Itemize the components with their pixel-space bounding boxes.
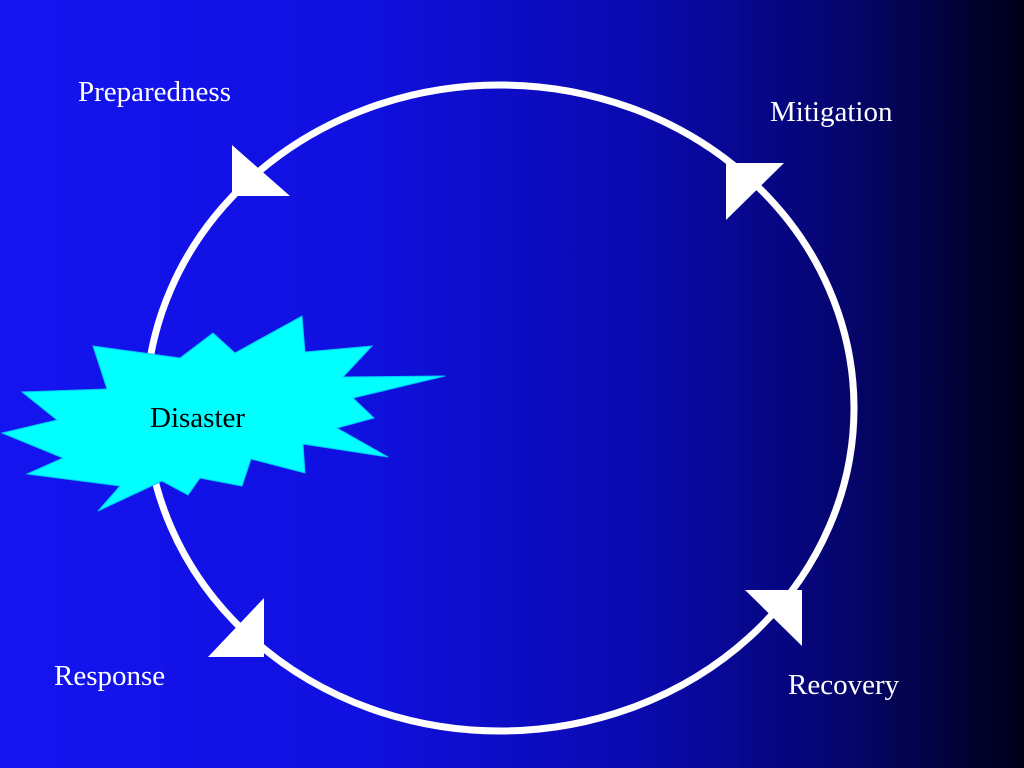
arrow-response-icon [208,598,264,657]
disaster-burst-icon [0,315,446,512]
stage-label-recovery: Recovery [788,669,900,701]
stage-label-response: Response [54,660,166,692]
arrow-mitigation-icon [726,163,784,220]
arrow-recovery-icon [745,590,802,646]
disaster-label: Disaster [150,402,246,434]
stage-label-preparedness: Preparedness [78,76,232,108]
stage-label-mitigation: Mitigation [770,96,893,128]
arrow-preparedness-icon [232,145,290,196]
